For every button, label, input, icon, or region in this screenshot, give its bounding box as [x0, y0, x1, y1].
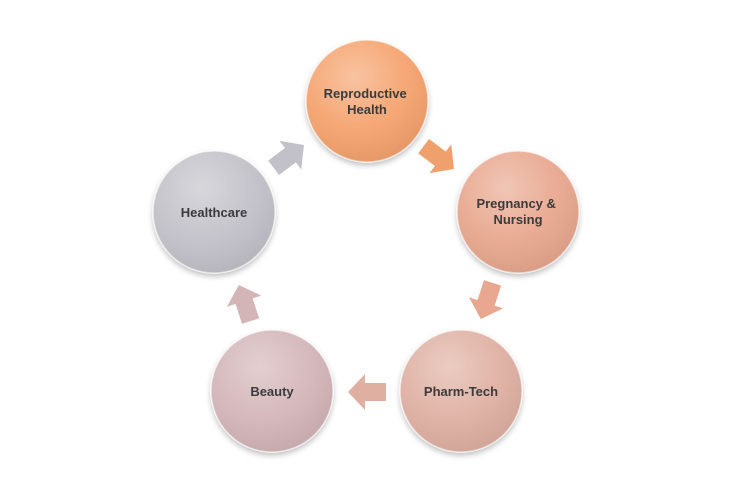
node-pharm-tech: Pharm-Tech — [399, 329, 523, 453]
node-label-line: Pharm-Tech — [424, 384, 498, 399]
node-label-healthcare: Healthcare — [181, 205, 247, 220]
node-label-line: Nursing — [493, 212, 542, 227]
arrows-group — [226, 138, 504, 410]
node-label-pharm-tech: Pharm-Tech — [424, 384, 498, 399]
arrow-pharm-tech-to-beauty — [348, 374, 386, 410]
node-reproductive-health: Reproductive Health — [305, 39, 429, 163]
arrow-beauty-to-healthcare — [226, 284, 262, 324]
node-label-pregnancy-nursing: Pregnancy & Nursing — [476, 196, 559, 227]
node-beauty: Beauty — [210, 329, 334, 453]
node-label-line: Reproductive — [324, 86, 407, 101]
node-healthcare: Healthcare — [152, 150, 276, 274]
node-label-line: Healthcare — [181, 205, 247, 220]
arrow-pregnancy-to-pharm-tech — [468, 280, 504, 320]
node-label-reproductive-health: Reproductive Health — [324, 86, 411, 117]
node-pregnancy-nursing: Pregnancy & Nursing — [456, 150, 580, 274]
arrow-reproductive-to-pregnancy — [418, 138, 454, 174]
node-label-line: Health — [347, 102, 387, 117]
node-label-line: Beauty — [250, 384, 294, 399]
node-label-line: Pregnancy & — [476, 196, 555, 211]
node-label-beauty: Beauty — [250, 384, 294, 399]
arrow-healthcare-to-reproductive — [268, 140, 304, 176]
